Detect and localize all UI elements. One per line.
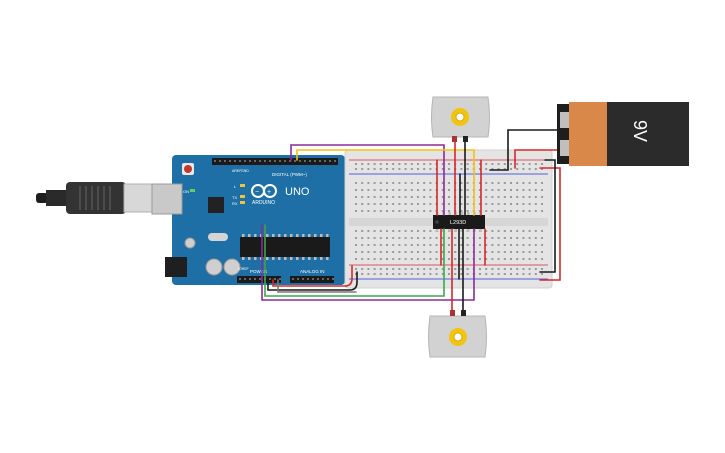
- usb-jack: [151, 183, 183, 215]
- rx-led: [240, 201, 245, 204]
- wire-battery-black-2: [539, 159, 556, 273]
- analog-label: ANALOG IN: [300, 269, 325, 274]
- wire-yellow-top: [296, 149, 475, 216]
- motor-bottom[interactable]: [428, 310, 487, 358]
- svg-text:+: +: [267, 189, 271, 196]
- microcontroller-chip: [240, 237, 330, 257]
- usb-cable[interactable]: [36, 182, 155, 214]
- motor-top[interactable]: [431, 96, 490, 142]
- wire-black-gnd: [267, 271, 358, 291]
- crystal: [208, 233, 228, 241]
- wire-green: [264, 224, 445, 297]
- capacitor: [205, 258, 223, 276]
- usb-chip: [208, 197, 224, 213]
- power-jack: [165, 257, 187, 277]
- on-led: [190, 189, 195, 192]
- power-label: POWER: [250, 269, 268, 274]
- wire-battery-red-2: [539, 167, 561, 281]
- wire-purple-bottom: [261, 224, 475, 301]
- battery-9v[interactable]: 9V: [557, 102, 689, 166]
- gnd-label: GND: [241, 169, 249, 173]
- l-led-label: L: [234, 184, 237, 189]
- ioref-label: IOREF: [238, 267, 249, 271]
- arduino-board[interactable]: − + UNO ARDUINO DIGITAL (PWM~) POWER ANA…: [151, 155, 345, 285]
- arduino-logo: − +: [251, 184, 277, 198]
- svg-text:−: −: [255, 189, 259, 196]
- capacitor-small: [184, 237, 196, 249]
- wire-red-5v: [272, 265, 353, 287]
- l293d-label: L293D: [450, 220, 466, 226]
- wire-gray: [277, 279, 357, 293]
- l-led: [240, 184, 245, 187]
- tx-led: [240, 195, 245, 198]
- aref-label: AREF: [232, 169, 241, 173]
- tx-label: TX: [232, 195, 237, 200]
- wire-purple-top: [290, 144, 445, 216]
- on-label: ON: [183, 189, 189, 194]
- wires: [261, 129, 561, 314]
- arduino-brand-label: ARDUINO: [252, 200, 275, 206]
- digital-header-label: DIGITAL (PWM~): [272, 172, 307, 177]
- battery-label: 9V: [630, 120, 650, 142]
- capacitor: [223, 258, 241, 276]
- wire-battery-black: [489, 129, 558, 171]
- rx-label: RX: [232, 201, 238, 206]
- wire-battery-red: [514, 149, 558, 169]
- arduino-model-label: UNO: [285, 186, 310, 198]
